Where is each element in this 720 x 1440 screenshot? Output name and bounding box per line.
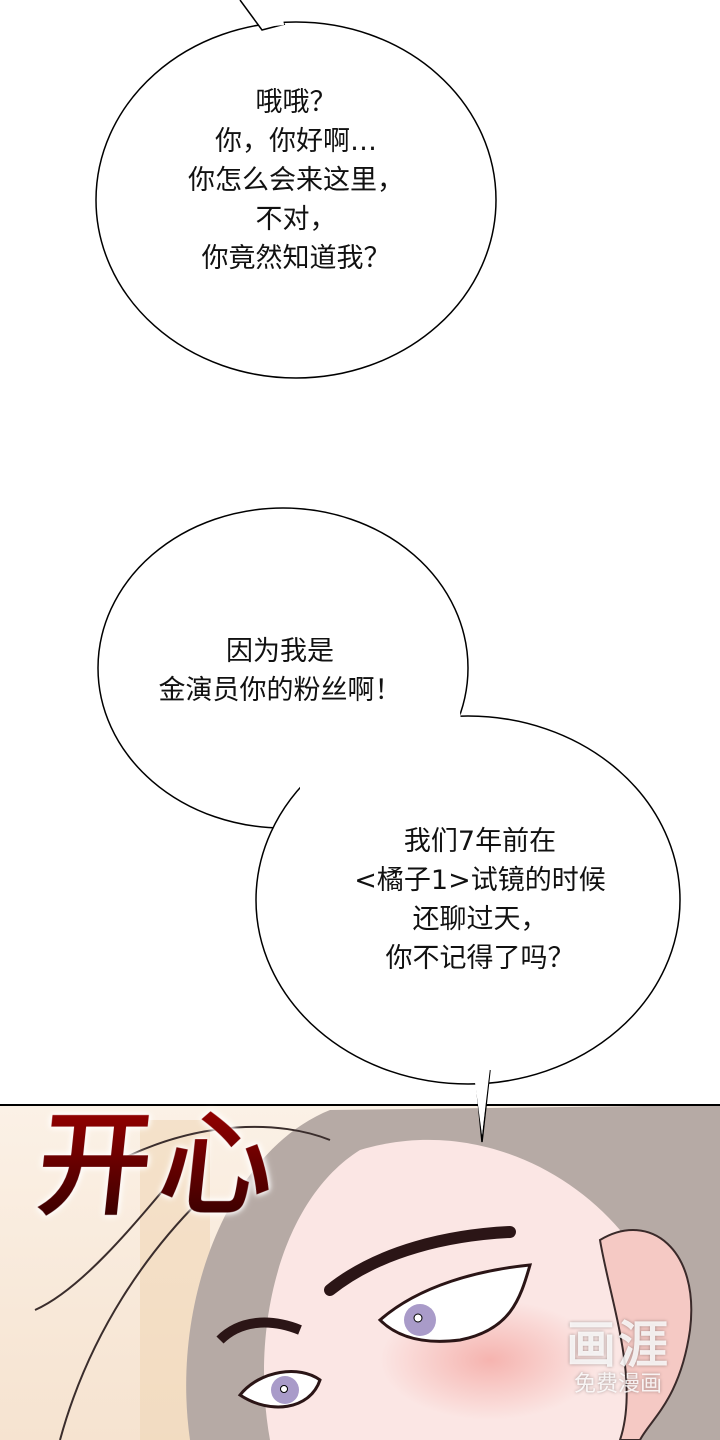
- watermark: 画涯 免费漫画: [566, 1318, 670, 1398]
- dialogue-line: 我们7年前在: [403, 826, 557, 857]
- sound-effect-text: 开心: [31, 1075, 292, 1237]
- dialogue-line: 还聊过天，: [412, 904, 548, 935]
- dialogue-line: 因为我是: [226, 636, 334, 667]
- bubble-1-text: 哦哦？ 你，你好啊… 你怎么会来这里， 不对， 你竟然知道我？: [146, 83, 446, 278]
- watermark-tagline: 免费漫画: [573, 1372, 662, 1397]
- dialogue-line: 你，你好啊…: [215, 126, 377, 157]
- bubble-3-text: 我们7年前在 <橘子1>试镜的时候 还聊过天， 你不记得了吗？: [320, 822, 640, 978]
- speech-bubble-1: [95, 0, 497, 379]
- dialogue-line: 你竟然知道我？: [201, 243, 391, 274]
- dialogue-line: <橘子1>试镜的时候: [354, 865, 606, 896]
- speech-bubble-2-3: [97, 507, 681, 1143]
- dialogue-line: 你不记得了吗？: [385, 943, 575, 974]
- face-panel: [0, 1104, 720, 1440]
- bubble-2-text: 因为我是 金演员你的粉丝啊！: [130, 632, 430, 710]
- dialogue-line: 你怎么会来这里，: [188, 165, 404, 196]
- dialogue-line: 金演员你的粉丝啊！: [158, 675, 402, 706]
- dialogue-line: 哦哦？: [255, 87, 337, 118]
- dialogue-line: 不对，: [255, 204, 337, 235]
- watermark-logo: 画涯: [566, 1316, 670, 1374]
